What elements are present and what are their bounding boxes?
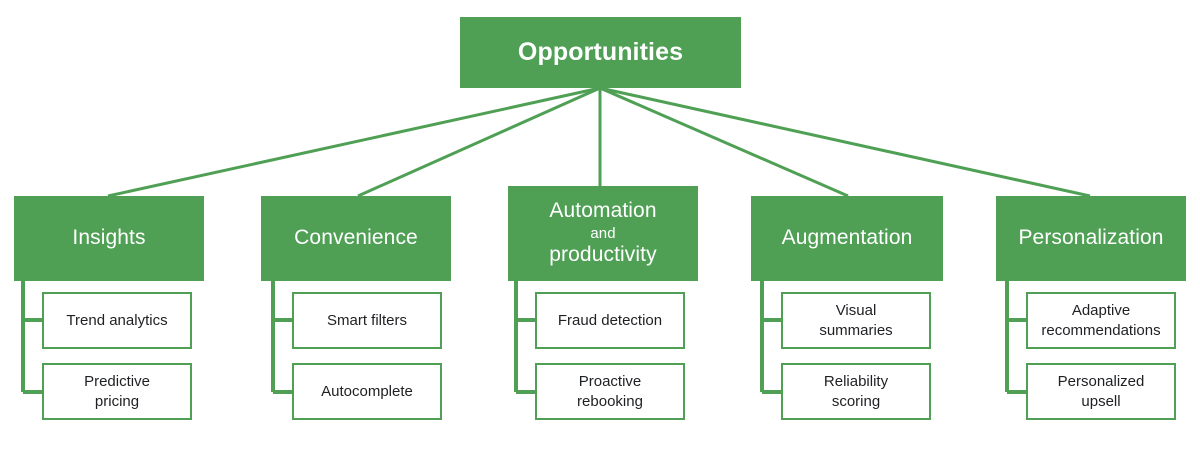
edge-root-convenience [357,86,601,198]
branch-node-automation-label-small: and [590,224,616,242]
leaf-node-predictive-pricing[interactable]: Predictive pricing [42,363,192,420]
leaf-node-autocomplete-line1: Autocomplete [321,382,413,400]
leaf-node-trend-analytics-line1: Trend analytics [66,311,168,329]
branch-node-convenience[interactable]: Convenience [261,196,451,281]
branch-node-convenience-label: Convenience [294,226,418,250]
branch-node-automation-label-line1: Automation [549,199,657,223]
leaf-node-proactive-rebooking[interactable]: Proactive rebooking [535,363,685,420]
leaf-node-reliability-scoring-line2: scoring [831,392,881,410]
root-node-label: Opportunities [517,38,684,66]
edge-root-insights [107,86,601,198]
branch-node-insights-label: Insights [72,226,146,250]
branch-node-automation-and-productivity[interactable]: Automation and productivity [508,186,698,281]
edge-root-personalization [599,86,1091,198]
leaf-node-autocomplete[interactable]: Autocomplete [292,363,442,420]
leaf-node-smart-filters[interactable]: Smart filters [292,292,442,349]
leaf-node-trend-analytics[interactable]: Trend analytics [42,292,192,349]
branch-node-personalization[interactable]: Personalization [996,196,1186,281]
leaf-node-smart-filters-line1: Smart filters [326,311,407,329]
leaf-node-fraud-detection-line1: Fraud detection [557,311,663,329]
leaf-node-reliability-scoring-line1: Reliability [823,373,889,391]
branch-node-automation-label-line2: productivity [549,243,657,267]
leaf-node-adaptive-recommendations[interactable]: Adaptive recommendations [1026,292,1176,349]
leaf-node-adaptive-recommendations-line2: recommendations [1041,321,1161,339]
leaf-node-visual-summaries[interactable]: Visual summaries [781,292,931,349]
branch-node-insights[interactable]: Insights [14,196,204,281]
leaf-node-personalized-upsell-line2: upsell [1081,392,1121,410]
branch-node-personalization-label: Personalization [1018,226,1164,250]
leaf-node-visual-summaries-line2: summaries [819,321,893,339]
leaf-node-visual-summaries-line1: Visual [835,302,877,320]
branch-node-augmentation-label: Augmentation [781,226,913,250]
leaf-node-proactive-rebooking-line2: rebooking [577,392,643,410]
leaf-node-personalized-upsell[interactable]: Personalized upsell [1026,363,1176,420]
leaf-node-personalized-upsell-line1: Personalized [1057,373,1145,391]
leaf-node-predictive-pricing-line2: pricing [94,392,140,410]
leaf-node-proactive-rebooking-line1: Proactive [578,373,642,391]
root-node-opportunities[interactable]: Opportunities [460,17,741,88]
leaf-node-adaptive-recommendations-line1: Adaptive [1071,302,1131,320]
leaf-node-predictive-pricing-line1: Predictive [84,373,150,391]
edge-root-augmentation [599,86,849,198]
leaf-node-fraud-detection[interactable]: Fraud detection [535,292,685,349]
branch-node-augmentation[interactable]: Augmentation [751,196,943,281]
leaf-node-reliability-scoring[interactable]: Reliability scoring [781,363,931,420]
